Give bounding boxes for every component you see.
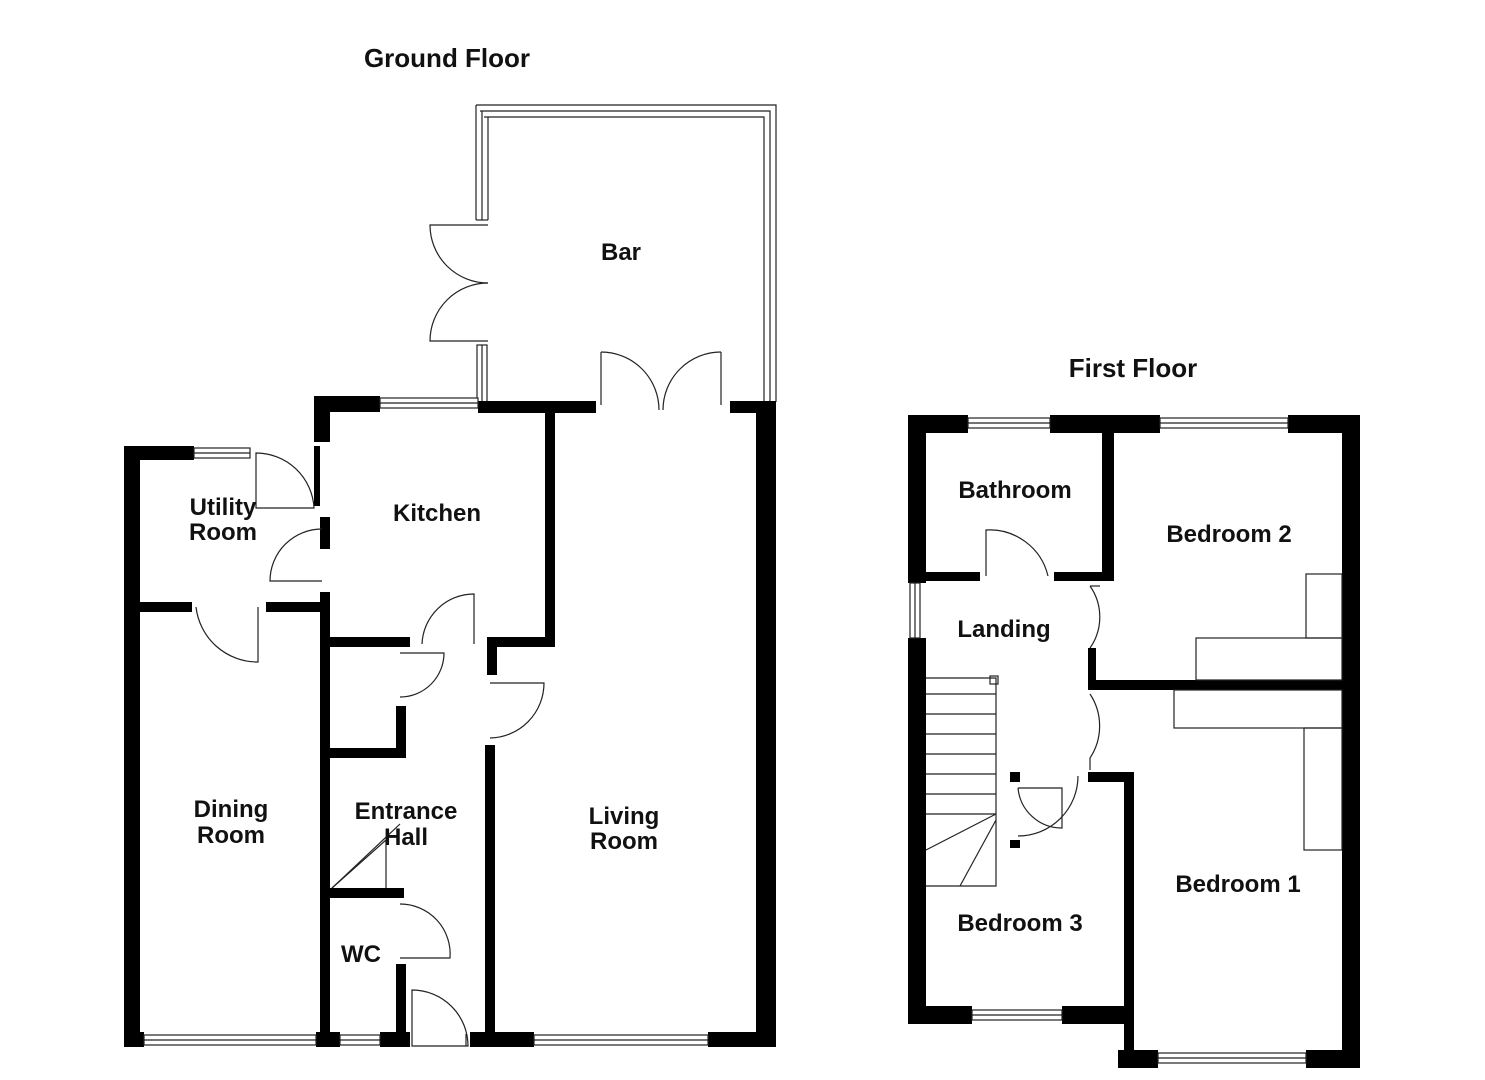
room-label-bedroom-2: Bedroom 2 — [1166, 521, 1291, 548]
room-label-bedroom-3: Bedroom 3 — [957, 910, 1082, 937]
first-floor-windows — [909, 417, 1307, 1064]
room-label-dining-line1: Dining — [194, 796, 269, 823]
first-floor-plan: First Floor Bathroom Bedroom 2 Landing B… — [908, 353, 1360, 1068]
ground-floor-walls — [124, 396, 776, 1047]
room-label-utility-line1: Utility — [190, 494, 257, 521]
room-label-living-line2: Room — [590, 828, 658, 855]
ground-floor-title: Ground Floor — [364, 43, 530, 73]
first-floor-stairs — [925, 675, 999, 887]
room-label-landing: Landing — [957, 616, 1050, 643]
first-floor-walls — [908, 415, 1360, 1068]
ground-floor-stairs — [331, 823, 401, 889]
first-floor-wardrobes — [1173, 573, 1343, 851]
ground-floor-doors — [195, 452, 545, 1047]
room-label-kitchen: Kitchen — [393, 500, 481, 527]
room-label-bedroom-1: Bedroom 1 — [1175, 871, 1300, 898]
room-label-entrance-line1: Entrance — [355, 798, 458, 825]
bar-french-doors — [429, 224, 722, 411]
ground-floor-windows — [143, 397, 709, 1046]
bar-conservatory-walls — [475, 104, 777, 404]
room-label-entrance-line2: Hall — [384, 824, 428, 851]
room-label-wc: WC — [341, 941, 381, 968]
room-label-utility-line2: Room — [189, 519, 257, 546]
first-floor-title: First Floor — [1069, 353, 1198, 383]
first-floor-doors — [985, 529, 1101, 837]
room-label-bar: Bar — [601, 239, 641, 266]
ground-floor-plan: Ground Floor Bar Kitchen Utility Room Di… — [124, 43, 777, 1047]
room-label-dining-line2: Room — [197, 822, 265, 849]
room-label-living-line1: Living — [589, 803, 660, 830]
room-label-bathroom: Bathroom — [958, 477, 1071, 504]
